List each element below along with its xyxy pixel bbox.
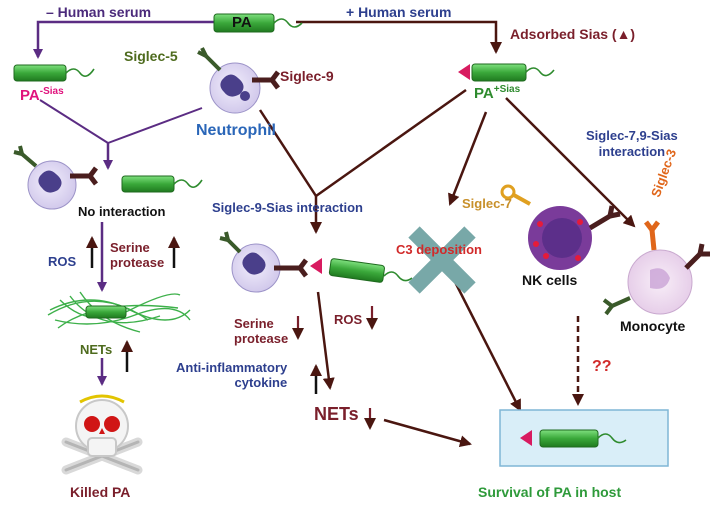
neutrophil-top-cell (197, 47, 280, 114)
pa-minus-sias-label: PA-Sias (20, 86, 64, 104)
nk-cell (500, 184, 621, 270)
plus-human-serum-label: + Human serum (346, 4, 452, 20)
no-interaction-pa (121, 175, 203, 193)
right-flow-arrows (448, 97, 636, 412)
neutrophil-to-no-interaction (39, 99, 203, 170)
killed-pa-label: Killed PA (70, 484, 131, 500)
serine-protease-mid-label: Serine protease (234, 316, 289, 346)
nets-mid-label: NETs (314, 404, 359, 424)
ros-left-label: ROS (48, 254, 77, 269)
siglec7-9-sias-label: Siglec-7,9-Sias interaction (586, 128, 678, 159)
c3-deposition-label: C3 deposition (396, 242, 482, 257)
adsorbed-sias-label: Adsorbed Sias (▲) (510, 26, 636, 42)
nk-cells-label: NK cells (522, 272, 578, 288)
siglec7-label: Siglec-7 (462, 196, 512, 211)
monocyte-cell (602, 220, 710, 316)
no-interaction-label: No interaction (78, 204, 166, 219)
siglec5-label: Siglec-5 (124, 48, 178, 64)
minus-human-serum-label: – Human serum (46, 4, 152, 20)
siglec9-label: Siglec-9 (280, 68, 334, 84)
survival-box (499, 409, 669, 467)
nets-left-label: NETs (80, 342, 113, 357)
question-marks-label: ?? (592, 358, 612, 375)
top-flow-arrows (33, 20, 502, 59)
skull-crossbones-icon (61, 394, 143, 475)
pa-minus-sias-bacterium (13, 64, 95, 82)
c3-blocked-icon (408, 226, 476, 294)
pa-plus-sias-bacterium (458, 63, 555, 82)
anti-inflammatory-label: Anti-inflammatory cytokine (176, 360, 288, 390)
siglec9-sias-interaction-label: Siglec-9-Sias interaction (212, 200, 363, 215)
siglec9-neutrophil (219, 231, 308, 293)
nets-pa (85, 305, 127, 319)
pa-plus-sias-label: PA+Sias (474, 84, 521, 102)
ros-mid-label: ROS (334, 312, 363, 327)
no-interaction-neutrophil (13, 145, 98, 210)
siglec9-bound-pa (310, 258, 413, 283)
survival-label: Survival of PA in host (478, 484, 622, 500)
monocyte-label: Monocyte (620, 318, 686, 334)
serine-protease-left-label: Serine protease (110, 240, 165, 270)
middle-small-arrows (292, 306, 378, 430)
pa-center-label: PA (232, 14, 252, 31)
left-up-arrows (86, 236, 180, 268)
middle-flow-arrows (258, 88, 472, 448)
neutrophil-label: Neutrophil (196, 122, 276, 139)
pa-bacterium-top (213, 13, 303, 33)
